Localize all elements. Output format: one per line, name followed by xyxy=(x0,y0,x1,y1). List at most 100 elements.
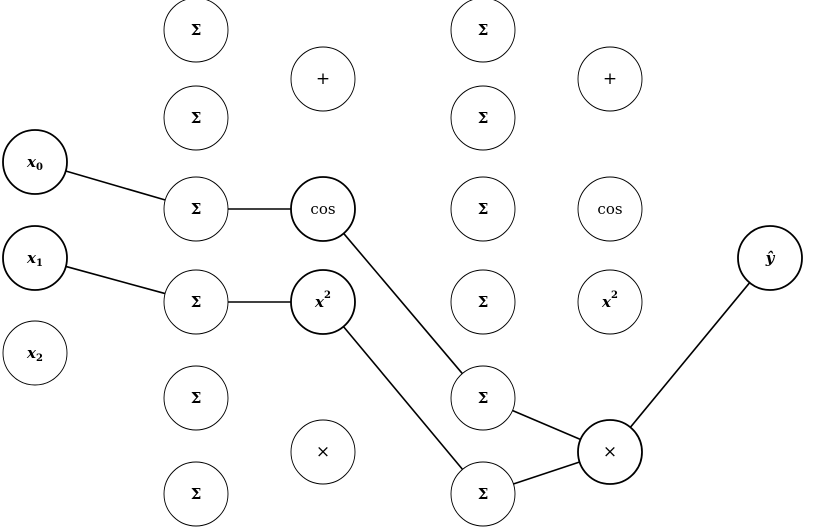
edge-s2f-to-f2d xyxy=(513,461,580,485)
node-label-main: × xyxy=(316,442,330,462)
node-label-main: x xyxy=(314,293,325,311)
node-label: Σ xyxy=(191,389,202,407)
node-f1a: + xyxy=(290,46,356,112)
node-circle xyxy=(163,176,229,242)
node-label: Σ xyxy=(191,109,202,127)
edges-layer xyxy=(65,170,751,485)
node-circle xyxy=(163,269,229,335)
node-circle xyxy=(163,365,229,431)
node-circle xyxy=(290,46,356,112)
edge-x1-to-s1d xyxy=(65,265,166,295)
node-label-subscript: 1 xyxy=(36,258,43,269)
node-x2: x2 xyxy=(2,320,68,386)
node-s2e: Σ xyxy=(450,365,516,431)
node-f2c: x2 xyxy=(577,269,643,335)
node-f1d: × xyxy=(290,419,356,485)
node-f2d: × xyxy=(577,419,643,485)
node-label: x2 xyxy=(601,290,618,312)
node-s2c: Σ xyxy=(450,176,516,242)
node-f2b: cos xyxy=(577,176,643,242)
node-label-main: + xyxy=(603,69,617,89)
node-s1b: Σ xyxy=(163,85,229,151)
node-s2d: Σ xyxy=(450,269,516,335)
node-circle xyxy=(290,419,356,485)
node-f1c: x2 xyxy=(290,269,356,335)
edge-s2e-to-f2d xyxy=(512,409,581,441)
node-circle xyxy=(163,85,229,151)
node-s2f: Σ xyxy=(450,461,516,527)
node-label-superscript: 2 xyxy=(611,290,618,301)
node-label: × xyxy=(603,442,617,462)
node-label: Σ xyxy=(191,293,202,311)
node-label-main: Σ xyxy=(478,293,489,311)
node-label: ŷ xyxy=(765,249,776,267)
node-label: x1 xyxy=(26,249,43,269)
node-label: + xyxy=(316,69,330,89)
node-circle xyxy=(2,320,68,386)
node-label: x0 xyxy=(26,153,43,173)
node-label-main: × xyxy=(603,442,617,462)
node-s1e: Σ xyxy=(163,365,229,431)
node-label: Σ xyxy=(191,21,202,39)
node-label-main: Σ xyxy=(478,485,489,503)
node-label-main: x xyxy=(26,249,37,267)
node-circle xyxy=(290,269,356,335)
node-label: Σ xyxy=(191,200,202,218)
node-label-main: Σ xyxy=(191,109,202,127)
node-label-main: x xyxy=(601,293,612,311)
node-label-main: Σ xyxy=(191,293,202,311)
node-s2a: Σ xyxy=(450,0,516,63)
node-s1d: Σ xyxy=(163,269,229,335)
node-label-subscript: 2 xyxy=(36,353,43,364)
node-label-main: Σ xyxy=(478,109,489,127)
node-circle xyxy=(577,419,643,485)
node-circle xyxy=(737,225,803,291)
node-label: x2 xyxy=(314,290,331,312)
node-circle xyxy=(450,365,516,431)
node-s1f: Σ xyxy=(163,461,229,527)
edge-x0-to-s1c xyxy=(65,170,166,201)
node-circle xyxy=(450,461,516,527)
node-circle xyxy=(577,269,643,335)
node-circle xyxy=(2,225,68,291)
node-label: × xyxy=(316,442,330,462)
node-label-main: + xyxy=(316,69,330,89)
node-label-main: x xyxy=(26,153,37,171)
node-label-main: Σ xyxy=(191,389,202,407)
node-out: ŷ xyxy=(737,225,803,291)
node-circle xyxy=(577,46,643,112)
node-label: Σ xyxy=(478,200,489,218)
node-x1: x1 xyxy=(2,225,68,291)
node-x0: x0 xyxy=(2,129,68,195)
node-label: cos xyxy=(310,200,335,218)
edge-f1b-to-s2e xyxy=(343,232,463,375)
node-circle xyxy=(577,176,643,242)
node-circle xyxy=(450,269,516,335)
node-circle xyxy=(163,0,229,63)
node-label: Σ xyxy=(191,485,202,503)
node-label: x2 xyxy=(26,344,43,364)
node-label: Σ xyxy=(478,21,489,39)
node-label-main: cos xyxy=(310,200,335,218)
node-label: cos xyxy=(597,200,622,218)
node-label-main: Σ xyxy=(478,389,489,407)
node-f1b: cos xyxy=(290,176,356,242)
node-label-main: Σ xyxy=(191,21,202,39)
node-circle xyxy=(163,461,229,527)
node-label-main: ŷ xyxy=(765,249,776,267)
node-circle xyxy=(290,176,356,242)
node-circle xyxy=(450,0,516,63)
node-circle xyxy=(450,176,516,242)
node-label-subscript: 0 xyxy=(36,162,43,173)
node-label-superscript: 2 xyxy=(324,290,331,301)
node-s2b: Σ xyxy=(450,85,516,151)
node-circle xyxy=(2,129,68,195)
node-label-main: Σ xyxy=(478,21,489,39)
node-label-main: cos xyxy=(597,200,622,218)
edge-f2d-to-out xyxy=(629,282,751,428)
node-label: Σ xyxy=(478,109,489,127)
node-label: Σ xyxy=(478,389,489,407)
node-label-main: Σ xyxy=(191,200,202,218)
